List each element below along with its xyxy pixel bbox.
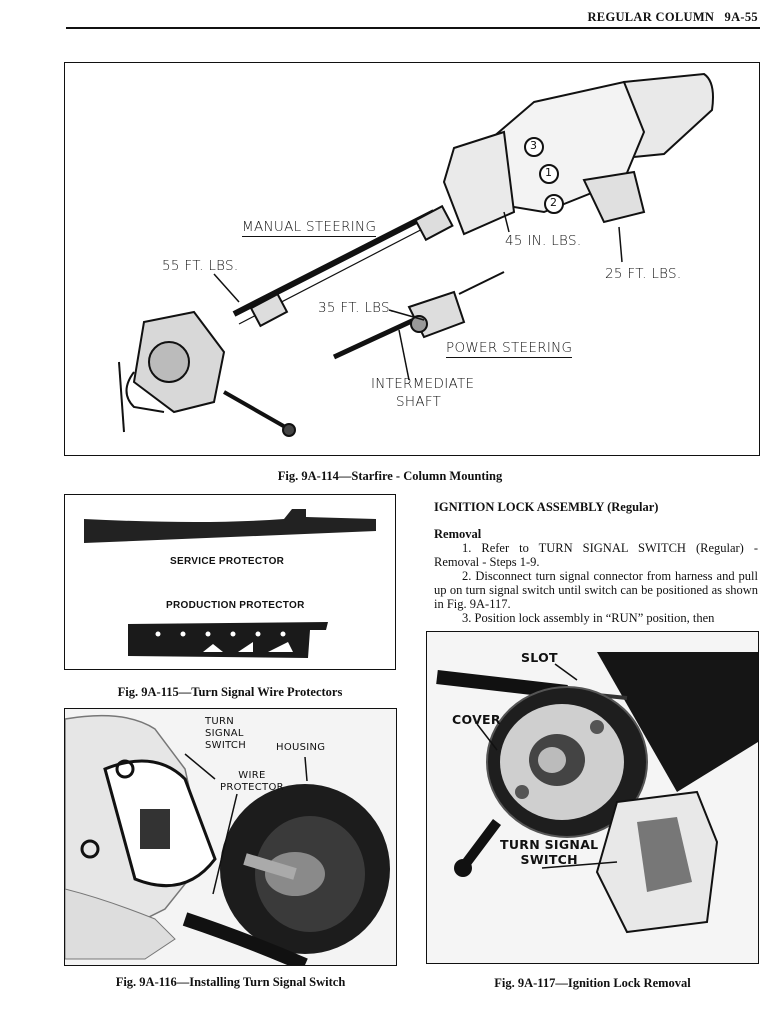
callout-2: 2 [550, 196, 557, 209]
label-slot: SLOT [521, 650, 558, 665]
tss117-line-1: TURN SIGNAL [500, 837, 599, 852]
label-wire-protector: WIRE PROTECTOR [220, 770, 284, 794]
section-subheading: Removal [434, 527, 482, 541]
header-title: REGULAR COLUMN [587, 10, 715, 24]
section-ignition-lock: IGNITION LOCK ASSEMBLY (Regular) Removal… [434, 500, 758, 625]
label-torque-55: 55 FT. LBS. [162, 258, 239, 274]
fig-114-caption: Fig. 9A-114—Starfire - Column Mounting [277, 469, 503, 483]
tss-line-3: SWITCH [205, 740, 247, 751]
label-torque-35: 35 FT. LBS. [318, 300, 395, 316]
wp-line-1: WIRE [238, 770, 266, 781]
label-housing: HOUSING [276, 742, 326, 753]
step-2: 2. Disconnect turn signal connector from… [434, 569, 758, 611]
page-number: 9A-55 [724, 10, 758, 24]
wp-line-2: PROTECTOR [220, 782, 284, 793]
header-rule [66, 27, 760, 29]
label-power-steering: POWER STEERING [446, 340, 573, 358]
step-3: 3. Position lock assembly in “RUN” posit… [462, 611, 715, 625]
tss-line-1: TURN [205, 716, 235, 727]
callout-1: 1 [545, 166, 552, 179]
label-torque-25: 25 FT. LBS. [605, 266, 682, 282]
callout-3: 3 [530, 139, 537, 152]
production-protector-image [128, 622, 328, 658]
fig-117-photo [427, 632, 758, 963]
label-shaft: SHAFT [396, 394, 442, 410]
fig-116-caption: Fig. 9A-116—Installing Turn Signal Switc… [115, 975, 346, 989]
service-protector-label: SERVICE PROTECTOR [170, 556, 285, 567]
label-cover: COVER [452, 712, 501, 727]
label-torque-45: 45 IN. LBS. [505, 233, 582, 249]
label-intermediate: INTERMEDIATE [371, 376, 475, 392]
tss-line-2: SIGNAL [205, 728, 244, 739]
fig-117-caption: Fig. 9A-117—Ignition Lock Removal [494, 976, 691, 990]
label-manual-steering: MANUAL STEERING [242, 219, 377, 237]
step-1: 1. Refer to TURN SIGNAL SWITCH (Regular)… [434, 541, 758, 569]
page-header: REGULAR COLUMN 9A-55 [587, 10, 758, 25]
fig-114-illustration [118, 72, 714, 437]
label-turn-signal-switch-116: TURN SIGNAL SWITCH [205, 716, 246, 752]
fig-115-caption: Fig. 9A-115—Turn Signal Wire Protectors [117, 685, 343, 699]
tss117-line-2: SWITCH [520, 852, 578, 867]
section-heading: IGNITION LOCK ASSEMBLY (Regular) [434, 500, 659, 514]
label-turn-signal-switch-117: TURN SIGNAL SWITCH [500, 837, 598, 867]
production-protector-label: PRODUCTION PROTECTOR [166, 600, 305, 611]
service-protector-image [84, 509, 376, 543]
fig-116-photo [65, 709, 396, 965]
